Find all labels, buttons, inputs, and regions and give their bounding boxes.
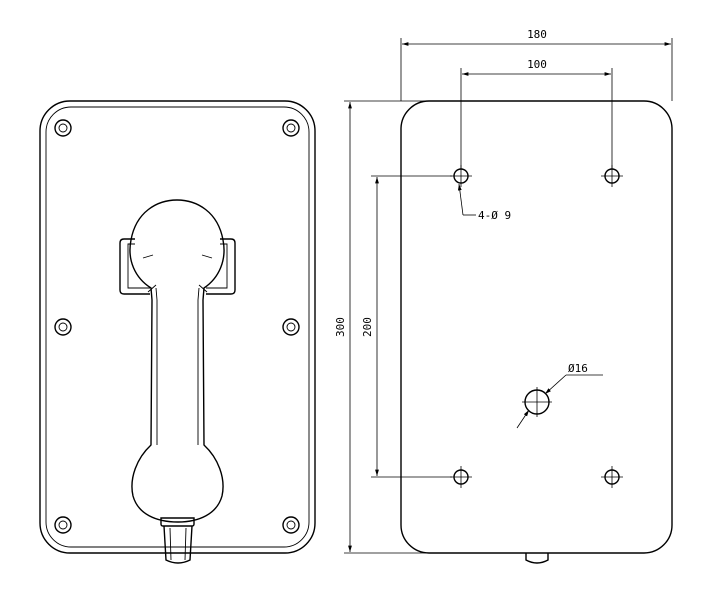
screw-icon xyxy=(54,318,72,336)
screw-icon xyxy=(282,119,300,137)
screw-icon xyxy=(282,516,300,534)
dimension-overall-width-label: 180 xyxy=(527,28,547,41)
screw-icon xyxy=(54,516,72,534)
front-view xyxy=(39,100,316,564)
dimension-hole-spacing-vertical: 200 xyxy=(361,175,452,478)
mounting-hole xyxy=(450,466,472,488)
dimension-hole-spacing-vertical-label: 200 xyxy=(361,317,374,337)
dimension-overall-height-label: 300 xyxy=(334,317,347,337)
handset-cradle xyxy=(119,238,236,295)
front-panel-inner xyxy=(45,106,310,548)
dimension-overall-width: 180 xyxy=(400,28,673,101)
screw-icon xyxy=(282,318,300,336)
callout-cable-hole: Ø16 xyxy=(516,362,603,429)
rear-panel-outline xyxy=(400,100,673,554)
callout-mounting-holes-label: 4-Ø 9 xyxy=(478,209,511,222)
rear-gland-stub xyxy=(525,553,549,564)
dimension-hole-spacing-horizontal-label: 100 xyxy=(527,58,547,71)
front-panel-outer xyxy=(39,100,316,554)
rear-view: 180 100 300 200 4-Ø 9 xyxy=(334,28,673,564)
dimension-hole-spacing-horizontal: 100 xyxy=(460,58,613,169)
cord-gland xyxy=(160,517,195,564)
mounting-hole xyxy=(601,466,623,488)
dimension-overall-height: 300 xyxy=(334,100,430,554)
callout-cable-hole-label: Ø16 xyxy=(568,362,588,375)
cable-hole xyxy=(522,387,552,417)
callout-mounting-holes: 4-Ø 9 xyxy=(457,183,511,222)
handset-icon xyxy=(129,199,225,523)
screw-icon xyxy=(54,119,72,137)
